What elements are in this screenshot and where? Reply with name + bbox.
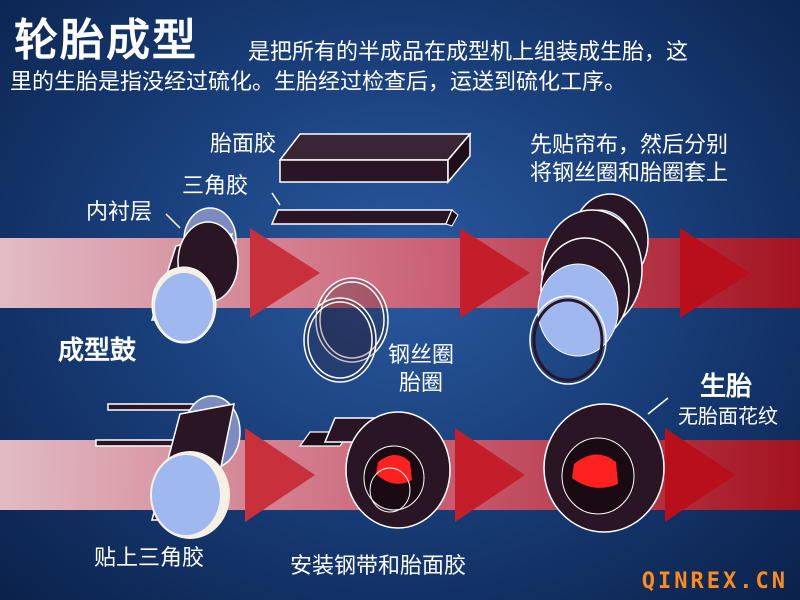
belt-tread-assembly <box>298 411 451 529</box>
liner-pointer <box>165 213 181 229</box>
building-drum-top <box>150 207 239 344</box>
label-drum: 成型鼓 <box>58 336 137 366</box>
green-tire-pointer <box>647 397 669 415</box>
label-inner-liner: 内衬层 <box>86 200 153 225</box>
label-tread: 胎面胶 <box>210 132 277 157</box>
green-tire <box>543 403 665 533</box>
label-apply-apex: 贴上三角胶 <box>94 546 205 571</box>
label-bead-stack: 钢丝圈 胎圈 <box>388 342 454 398</box>
tread-slab <box>278 131 472 185</box>
brand-watermark: QINREX.CN <box>641 569 788 594</box>
description-line-1: 是把所有的半成品在成型机上组装成生胎，这 <box>248 40 689 65</box>
ply-bead-assembly <box>529 193 649 385</box>
label-apex: 三角胶 <box>182 174 249 199</box>
label-install-belt-tread: 安装钢带和胎面胶 <box>290 554 467 579</box>
description-line-2: 里的生胎是指没经过硫化。生胎经过检查后，运送到硫化工序。 <box>10 70 627 95</box>
label-ply-line-2: 将钢丝圈和胎圈套上 <box>530 161 729 186</box>
bead-rings <box>303 277 389 383</box>
label-ply-stack: 先贴帘布，然后分别 将钢丝圈和胎圈套上 <box>530 132 728 188</box>
top-flow-arrow <box>0 228 800 318</box>
page-title: 轮胎成型 <box>14 15 198 66</box>
label-green-tire: 生胎 <box>700 372 753 402</box>
label-ply-line-1: 先贴帘布，然后分别 <box>530 133 729 158</box>
drum-with-apex <box>95 395 241 539</box>
label-no-tread-pattern: 无胎面花纹 <box>678 404 778 428</box>
apex-strip <box>270 209 459 227</box>
apex-pointer <box>271 192 281 206</box>
label-bead-wire: 钢丝圈 <box>388 343 455 368</box>
label-bead-apex: 胎圈 <box>399 371 444 396</box>
